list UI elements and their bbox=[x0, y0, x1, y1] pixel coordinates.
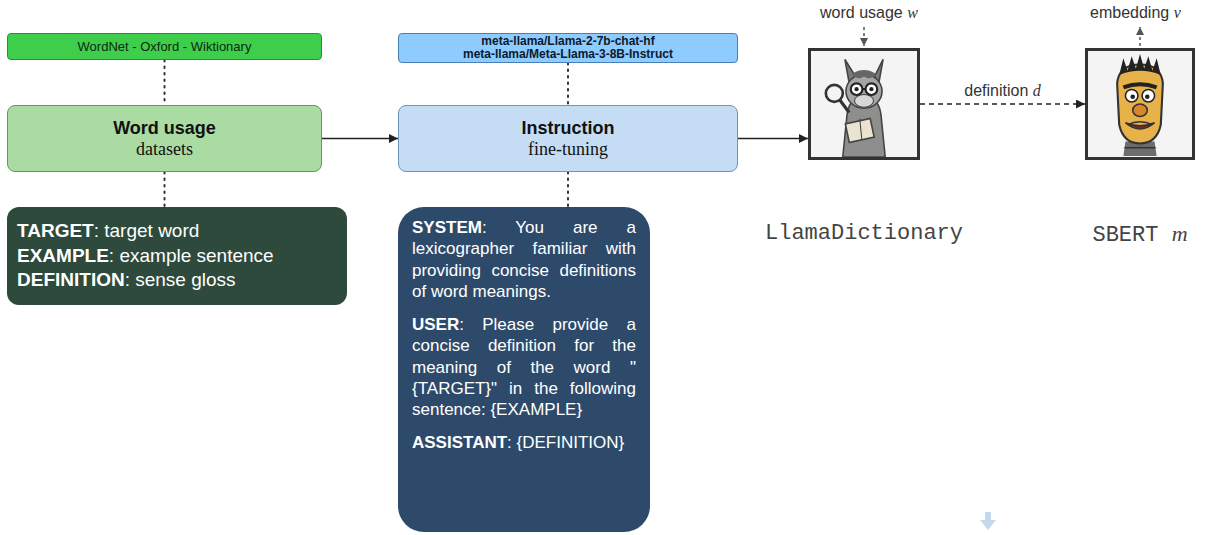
dotted-link bbox=[164, 172, 166, 207]
node-caption: LlamaDictionary bbox=[765, 221, 963, 246]
node-subtext: DEFINITION: sense gloss bbox=[17, 268, 337, 293]
source-box: WordNet - Oxford - Wiktionary bbox=[7, 33, 322, 60]
node-text: Word usage bbox=[113, 118, 216, 139]
input-arrow bbox=[863, 27, 865, 46]
dotted-link bbox=[164, 60, 166, 105]
node-text: Instruction bbox=[522, 118, 615, 139]
flow-arrow bbox=[738, 138, 808, 140]
bert-illustration bbox=[1088, 51, 1192, 157]
model-icon-box: LlamaDictionary bbox=[808, 48, 920, 160]
node-subtext: ASSISTANT: {DEFINITION} bbox=[412, 432, 636, 453]
stage-box: Word usagedatasets bbox=[7, 105, 322, 172]
input-label: word usage w bbox=[820, 4, 918, 22]
node-text: TARGET: target word bbox=[17, 219, 337, 244]
fields-box: TARGET: target wordEXAMPLE: example sent… bbox=[7, 207, 347, 305]
node-text: meta-llama/Llama-2-7b-chat-hf bbox=[481, 35, 654, 48]
dotted-link bbox=[567, 63, 569, 105]
stage-box: Instructionfine-tuning bbox=[398, 105, 738, 172]
node-caption: SBERT m bbox=[1092, 221, 1187, 248]
dashed-arrow bbox=[920, 103, 1085, 105]
node-subtext: meta-llama/Meta-Llama-3-8B-Instruct bbox=[463, 48, 673, 61]
edge-label: definition d bbox=[961, 82, 1044, 100]
node-subtext: fine-tuning bbox=[528, 139, 608, 160]
node-subtext: USER: Please provide a concise definitio… bbox=[412, 314, 636, 420]
output-label: embedding v bbox=[1090, 4, 1181, 22]
output-arrow bbox=[1139, 27, 1141, 46]
prompt-box: SYSTEM: You are a lexicographer familiar… bbox=[398, 207, 650, 532]
node-subtext: EXAMPLE: example sentence bbox=[17, 244, 337, 269]
flow-arrow bbox=[322, 138, 398, 140]
node-text: SYSTEM: You are a lexicographer familiar… bbox=[412, 217, 636, 302]
encoder-icon-box: SBERT m bbox=[1085, 48, 1195, 160]
faint-arrow bbox=[980, 512, 996, 530]
node-text: WordNet - Oxford - Wiktionary bbox=[78, 39, 252, 54]
model-box: meta-llama/Llama-2-7b-chat-hfmeta-llama/… bbox=[398, 33, 738, 63]
node-subtext: datasets bbox=[136, 139, 193, 160]
llama-illustration bbox=[811, 51, 917, 157]
dotted-link bbox=[567, 172, 569, 207]
